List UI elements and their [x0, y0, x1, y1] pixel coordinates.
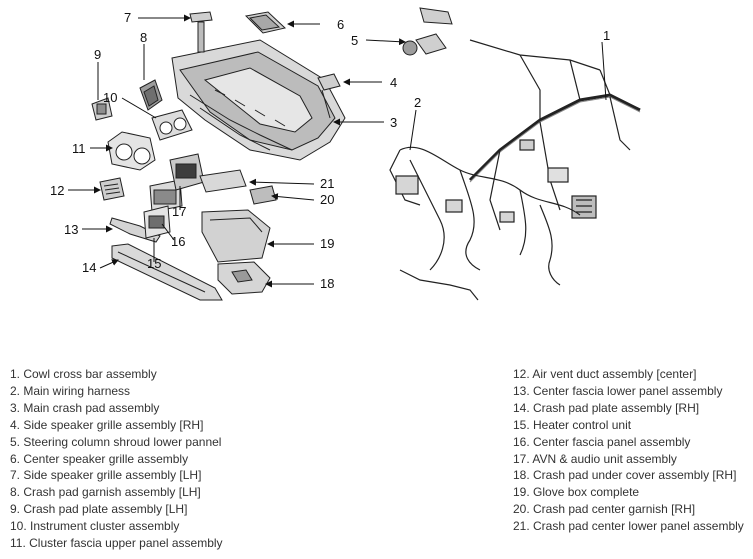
air-vent-duct-center	[99, 177, 125, 201]
side-speaker-grille-rh	[317, 73, 341, 119]
callout-11: 11	[72, 141, 86, 156]
glove-box	[201, 209, 271, 263]
center-garnish-rh	[199, 169, 277, 205]
legend-item: 10. Instrument cluster assembly	[10, 519, 180, 534]
legend-item: 4. Side speaker grille assembly [RH]	[10, 417, 204, 432]
callout-17: 17	[172, 204, 186, 219]
callout-13: 13	[64, 222, 78, 237]
callout-16: 16	[171, 234, 185, 249]
legend-item: 2. Main wiring harness	[10, 383, 131, 398]
main-crash-pad	[171, 39, 346, 161]
legend-item: 15. Heater control unit	[513, 417, 632, 432]
legend-item: 16. Center fascia panel assembly	[513, 434, 691, 449]
callout-6: 6	[337, 17, 344, 32]
callout-3: 3	[390, 115, 397, 130]
legend-item: 7. Side speaker grille assembly [LH]	[10, 468, 202, 483]
callout-7: 7	[124, 10, 131, 25]
callout-19: 19	[320, 236, 334, 251]
legend-item: 20. Crash pad center garnish [RH]	[513, 502, 696, 517]
crash-pad-under-cover-rh	[217, 261, 271, 295]
main-wiring-harness	[389, 146, 581, 301]
callout-2: 2	[414, 95, 421, 110]
legend-item: 9. Crash pad plate assembly [LH]	[10, 502, 188, 517]
callout-5: 5	[351, 33, 358, 48]
callout-20: 20	[320, 192, 334, 207]
crash-pad-plate-lh	[91, 97, 113, 121]
legend-item: 21. Crash pad center lower panel assembl…	[513, 519, 744, 534]
legend-left-column: 1. Cowl cross bar assembly 2. Main wirin…	[10, 366, 223, 552]
callout-1: 1	[603, 28, 610, 43]
legend-item: 3. Main crash pad assembly	[10, 400, 160, 415]
callout-numbers: 1 2 3 4 5 6 7 8 9 10 11 12 13 14 15 16 1…	[50, 10, 610, 291]
cluster-fascia-upper	[107, 131, 156, 171]
callout-12: 12	[50, 183, 64, 198]
callout-8: 8	[140, 30, 147, 45]
leader-lines	[68, 14, 607, 288]
callout-21: 21	[320, 176, 334, 191]
legend-right-column: 12. Air vent duct assembly [center] 13. …	[513, 366, 744, 535]
callout-10: 10	[103, 90, 117, 105]
exploded-dashboard-diagram: 1 2 3 4 5 6 7 8 9 10 11 12 13 14 15 16 1…	[50, 7, 641, 301]
steering-column-shroud	[402, 7, 453, 56]
legend-item: 8. Crash pad garnish assembly [LH]	[10, 485, 201, 500]
center-stack	[143, 153, 205, 239]
legend-item: 17. AVN & audio unit assembly	[513, 451, 677, 466]
legend-item: 6. Center speaker grille assembly	[10, 451, 189, 466]
crash-pad-garnish-lh	[139, 79, 163, 111]
legend-item: 14. Crash pad plate assembly [RH]	[513, 400, 700, 415]
legend-item: 18. Crash pad under cover assembly [RH]	[513, 468, 737, 483]
legend-item: 11. Cluster fascia upper panel assembly	[10, 536, 223, 551]
instrument-cluster	[151, 109, 193, 141]
legend-item: 5. Steering column shroud lower pannel	[10, 434, 222, 449]
cowl-cross-bar	[468, 39, 641, 231]
callout-9: 9	[94, 47, 101, 62]
legend-item: 19. Glove box complete	[513, 485, 640, 500]
legend-item: 12. Air vent duct assembly [center]	[513, 367, 697, 381]
callout-18: 18	[320, 276, 334, 291]
side-speaker-grille-lh	[189, 11, 213, 53]
callout-4: 4	[390, 75, 397, 90]
crash-pad-plate-rh	[111, 243, 223, 301]
legend-item: 1. Cowl cross bar assembly	[10, 367, 157, 381]
callout-14: 14	[82, 260, 96, 275]
callout-15: 15	[147, 256, 161, 271]
legend-item: 13. Center fascia lower panel assembly	[513, 383, 723, 398]
center-speaker-grille	[244, 11, 287, 34]
